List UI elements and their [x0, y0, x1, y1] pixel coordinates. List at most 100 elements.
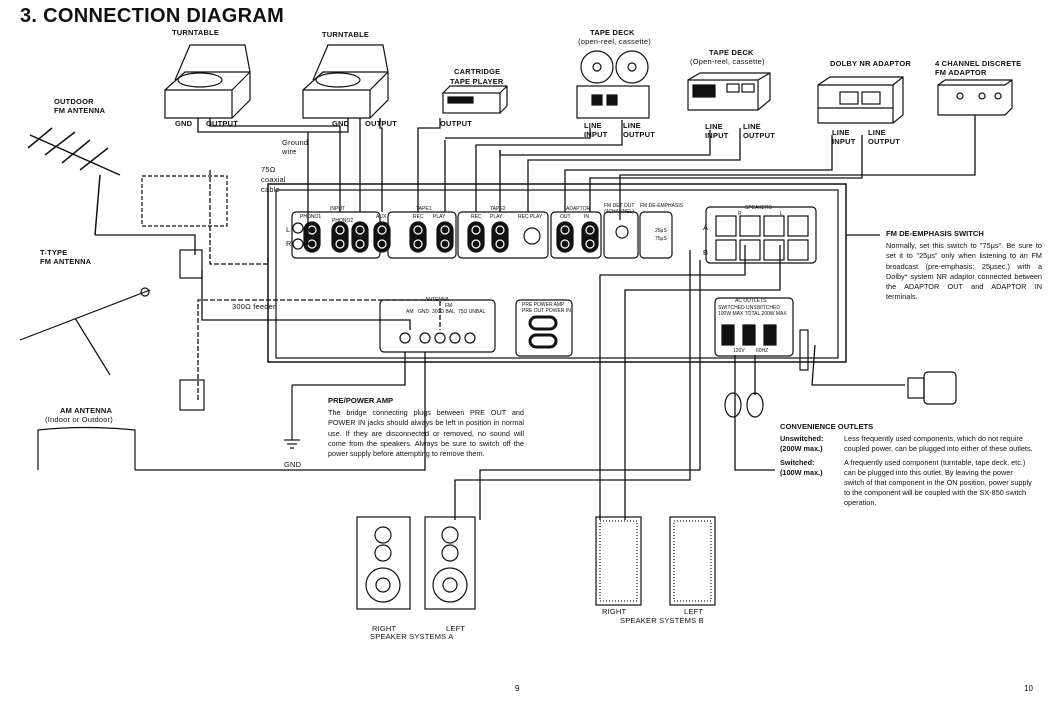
terminal [464, 332, 476, 344]
coax-label-3: cable [261, 185, 280, 194]
speaker-systems-b-label: SPEAKER SYSTEMS B [620, 616, 704, 625]
terminal [292, 238, 304, 250]
panel-120v-label: 120V [733, 348, 745, 354]
coax-label-2: coaxial [261, 175, 286, 184]
tape-deck-2-line-input-1: LINE [705, 122, 723, 131]
am-antenna-label-1: AM ANTENNA [60, 406, 113, 415]
terminal [399, 332, 411, 344]
cartridge-label-1: CARTRIDGE [454, 67, 501, 76]
panel-fm-label: FM [445, 303, 453, 309]
dolby-line-input-2: INPUT [832, 137, 856, 146]
panel-gnd-label: GND [418, 309, 430, 315]
turntable-1-drawing [164, 44, 251, 119]
panel-tape2-rec-label: REC [471, 214, 482, 220]
jack [585, 225, 595, 235]
jack [471, 225, 481, 235]
ac-outlet [763, 324, 777, 346]
speaker-terminal [787, 215, 809, 237]
jack [440, 225, 450, 235]
ac-outlet [742, 324, 756, 346]
turntable-2-drawing [302, 44, 389, 119]
speakers-a-drawing [356, 516, 476, 610]
panel-fm-deemphasis-label: FM DE-EMPHASIS [640, 203, 684, 209]
pre-power-amp-note: PRE/POWER AMP The bridge connecting plug… [328, 396, 524, 459]
terminal [419, 332, 431, 344]
turntable-1-output-label: OUTPUT [206, 119, 239, 128]
cartridge-label-2: TAPE PLAYER [450, 77, 504, 86]
jack [495, 225, 505, 235]
terminal [523, 227, 541, 245]
terminal [615, 225, 629, 239]
ac-outlet [721, 324, 735, 346]
panel-pre-power-label: PRE POWER AMP [522, 302, 565, 308]
unswitched-max: (200W max.) [780, 444, 823, 454]
tape-deck-2-sub: (Open-reel, cassette) [690, 57, 765, 66]
tape-deck-1-label: TAPE DECK [590, 28, 635, 37]
turntable-2-output-label: OUTPUT [365, 119, 398, 128]
panel-am-label: AM [406, 309, 414, 315]
tape-deck-2-line-input-2: INPUT [705, 131, 729, 140]
panel-phono1-label: PHONO1 [300, 214, 322, 220]
panel-l-label: L [286, 225, 291, 234]
panel-speakers-a-label: A [703, 223, 709, 232]
page-number-left: 9 [515, 684, 520, 693]
panel-speakers-r-label: R [738, 211, 742, 217]
fm-deemphasis-heading: FM DE-EMPHASIS SWITCH [886, 229, 984, 238]
power-plugs [724, 329, 957, 418]
convenience-outlets-heading: CONVENIENCE OUTLETS [780, 422, 874, 431]
panel-75-unbal-label: 75Ω UNBAL [458, 309, 486, 315]
panel-adaptor-out-label: OUT [560, 214, 571, 220]
panel-tape1-rec-label: REC [413, 214, 424, 220]
jack [377, 239, 387, 249]
connector-detail-box [141, 175, 228, 227]
jack [355, 225, 365, 235]
outdoor-antenna-drawing [27, 127, 121, 236]
terminal [449, 332, 461, 344]
jack [335, 225, 345, 235]
speaker-systems-a-label: SPEAKER SYSTEMS A [370, 632, 454, 641]
ground-symbol [284, 385, 300, 449]
bridge-plug [528, 333, 558, 349]
dolby-adaptor-drawing [817, 76, 904, 124]
switched-row: Switched:(100W max.) A frequently used c… [780, 458, 1040, 509]
speaker-a-right-label: RIGHT [372, 624, 397, 633]
switched-body: A frequently used component (turntable, … [844, 457, 1032, 508]
ground-wire-label-2: wire [282, 147, 297, 156]
t-antenna-drawing [19, 249, 203, 376]
jack [585, 239, 595, 249]
bridge-plug [528, 315, 558, 331]
switched-max: (100W max.) [780, 467, 823, 477]
jack [495, 239, 505, 249]
jack [413, 225, 423, 235]
fm-deemphasis-note: FM DE-EMPHASIS SWITCH Normally, set this… [886, 229, 1042, 302]
panel-r-label: R [286, 239, 292, 248]
speaker-terminal [739, 215, 761, 237]
jack [440, 239, 450, 249]
turntable-2-gnd-label: GND [332, 119, 350, 128]
speaker-terminal [763, 239, 785, 261]
panel-pre-out-power-in-label: PRE OUT POWER IN [522, 308, 571, 314]
outdoor-antenna-label-1: OUTDOOR [54, 97, 94, 106]
page-number-right: 10 [1024, 684, 1033, 693]
pre-power-amp-body: The bridge connecting plugs between PRE … [328, 408, 524, 459]
receiver-rear-panel [267, 183, 847, 363]
panel-ac-outlets-label: AC OUTLETS [735, 298, 767, 304]
turntable-2-label: TURNTABLE [322, 30, 370, 39]
panel-input-label: INPUT [330, 206, 345, 212]
panel-tape1-label: TAPE1 [416, 206, 432, 212]
tape-deck-2-drawing [687, 72, 771, 111]
panel-adaptor-label: ADAPTOR [566, 206, 591, 212]
tape-deck-1-line-input-1: LINE [584, 121, 602, 130]
speaker-b-left-label: LEFT [684, 607, 704, 616]
panel-300-bal-label: 300Ω BAL [432, 309, 455, 315]
am-antenna-label-2: (Indoor or Outdoor) [45, 415, 113, 424]
panel-tape2-play-label: PLAY [490, 214, 503, 220]
panel-antenna-label: ANTENNA [425, 297, 449, 303]
convenience-outlets-note: CONVENIENCE OUTLETS Unswitched:(200W max… [780, 422, 1040, 512]
dolby-line-output-1: LINE [868, 128, 886, 137]
t-antenna-label-2: FM ANTENNA [40, 257, 92, 266]
jack [413, 239, 423, 249]
panel-speakers-l-label: L [780, 211, 783, 217]
panel-75us-label: 75μS [655, 236, 667, 242]
speaker-a-left-label: LEFT [446, 624, 466, 633]
